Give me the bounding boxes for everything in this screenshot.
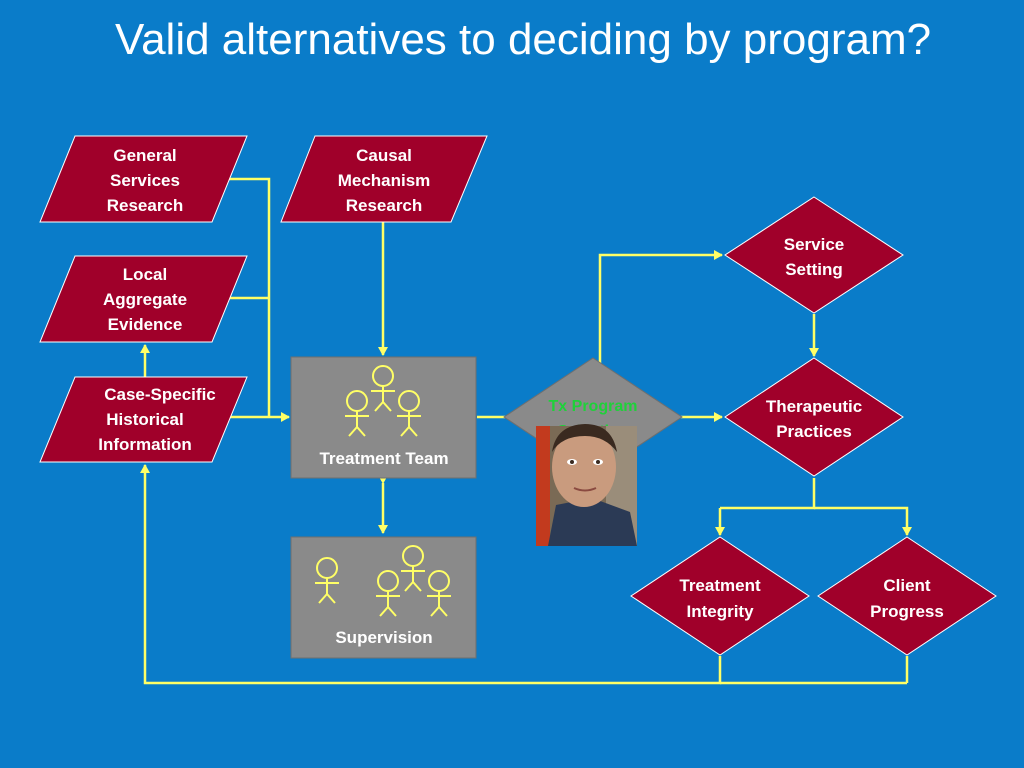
node-label-line: Therapeutic bbox=[766, 397, 862, 416]
node-label-line: Research bbox=[107, 196, 184, 215]
connector-general-to-team bbox=[228, 177, 271, 417]
node-label-line: Information bbox=[98, 435, 192, 454]
node-label-line: Service bbox=[784, 235, 845, 254]
person-group-icon bbox=[315, 545, 451, 617]
person-group-icon bbox=[345, 365, 421, 437]
slide-title: Valid alternatives to deciding by progra… bbox=[115, 15, 932, 64]
node-label-line: Setting bbox=[785, 260, 843, 279]
node-case-specific-historical-information: Case-Specific Historical Information bbox=[39, 376, 248, 463]
node-label-line: Integrity bbox=[686, 602, 754, 621]
node-label-line: Tx Program bbox=[549, 398, 638, 415]
connector-practices-split bbox=[720, 478, 816, 510]
node-service-setting: Service Setting bbox=[724, 196, 904, 314]
node-causal-mechanism-research: Causal Mechanism Research bbox=[280, 135, 488, 223]
person-photo bbox=[536, 424, 637, 546]
node-label-line: Services bbox=[110, 171, 180, 190]
node-label-line: Local bbox=[123, 265, 167, 284]
node-label-line: Case-Specific bbox=[104, 385, 216, 404]
node-client-progress: Client Progress bbox=[817, 536, 997, 656]
node-local-aggregate-evidence: Local Aggregate Evidence bbox=[39, 255, 248, 343]
node-label-line: Historical bbox=[106, 410, 183, 429]
node-label-line: Progress bbox=[870, 602, 944, 621]
node-supervision: Supervision bbox=[290, 536, 477, 659]
node-label-line: Research bbox=[346, 196, 423, 215]
connector-to-client-progress bbox=[814, 506, 912, 536]
node-label-line: Practices bbox=[776, 422, 852, 441]
node-label: Supervision bbox=[335, 628, 432, 647]
node-label-line: Mechanism bbox=[338, 171, 431, 190]
node-label-line: Aggregate bbox=[103, 290, 187, 309]
node-treatment-team: Treatment Team bbox=[290, 356, 477, 479]
node-label-line: General bbox=[113, 146, 176, 165]
connector-feedback-loop bbox=[140, 464, 722, 685]
node-general-services-research: General Services Research bbox=[39, 135, 248, 223]
node-label-line: Treatment bbox=[679, 576, 761, 595]
node-label-line: Evidence bbox=[108, 315, 183, 334]
node-treatment-integrity: Treatment Integrity bbox=[630, 536, 810, 656]
node-label-line: Client bbox=[883, 576, 931, 595]
node-therapeutic-practices: Therapeutic Practices bbox=[724, 357, 904, 477]
node-label-line: Causal bbox=[356, 146, 412, 165]
node-label: Treatment Team bbox=[319, 449, 448, 468]
